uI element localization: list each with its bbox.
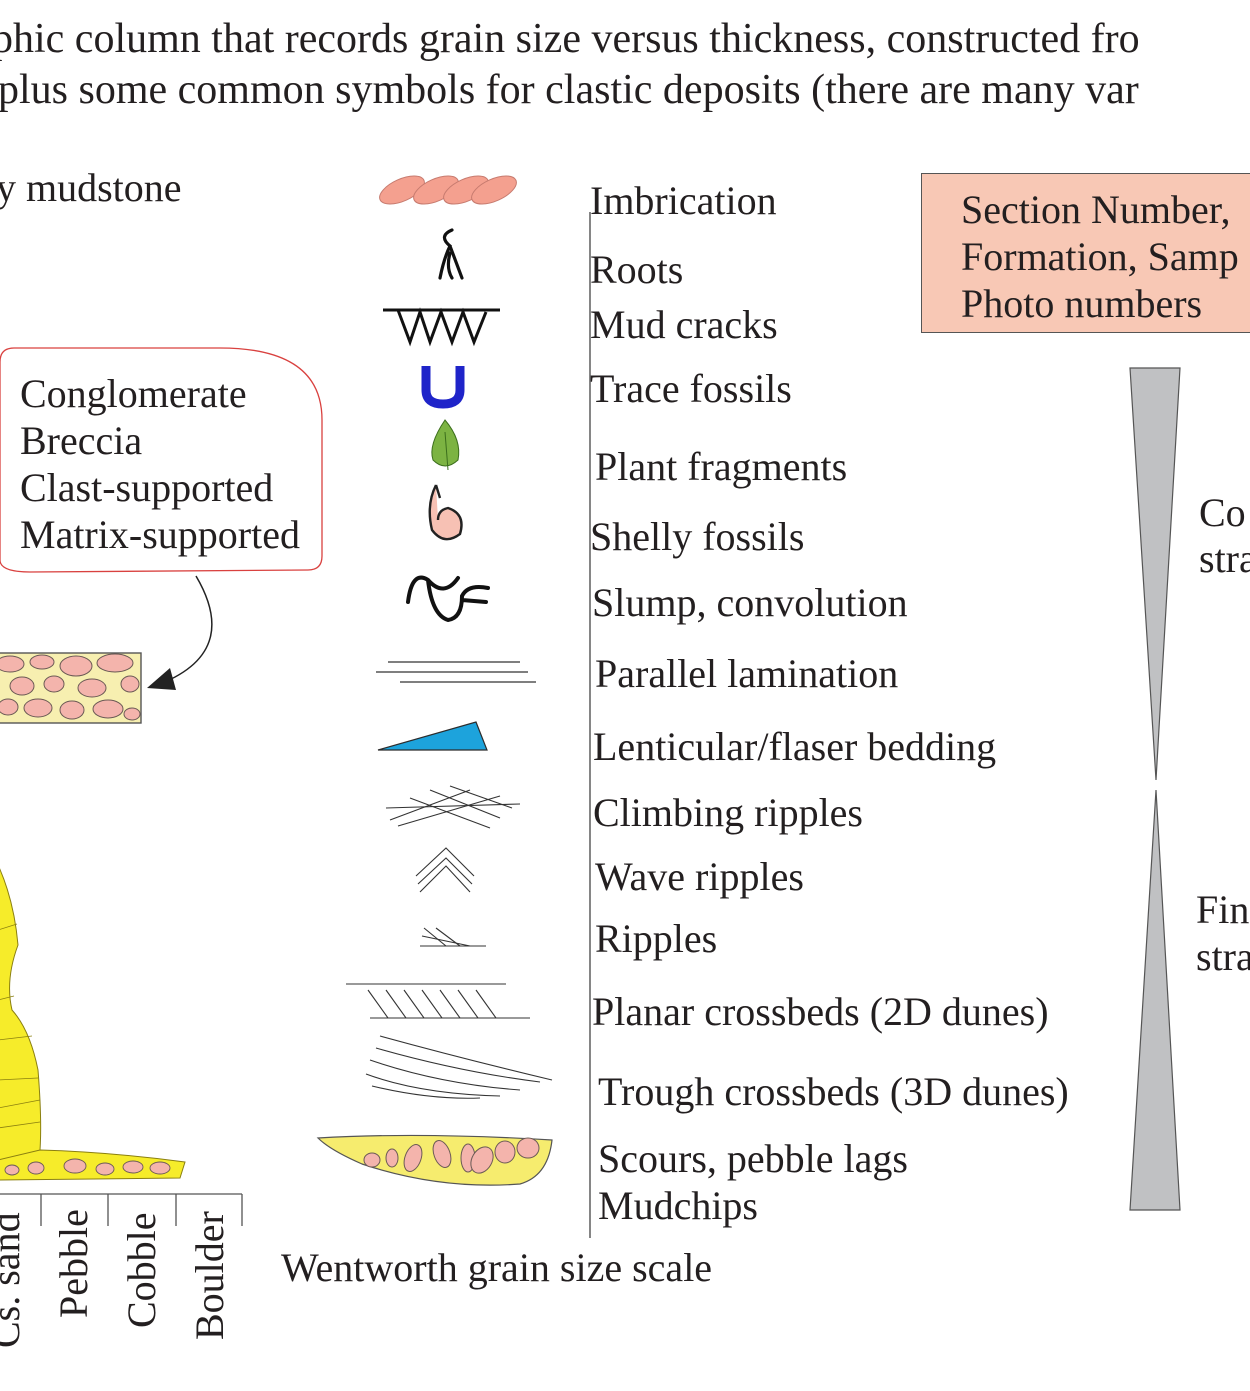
slump-icon: [406, 575, 490, 623]
grain-label-cs-sand: Cs. sand: [0, 1212, 28, 1348]
coarsening-label-2: stra: [1199, 536, 1250, 581]
scour-icon: [316, 1134, 553, 1186]
info-line: Formation, Samp: [961, 234, 1239, 279]
grain-label-pebble: Pebble: [51, 1209, 96, 1318]
grain-label-cobble: Cobble: [119, 1212, 164, 1328]
planar-crossbeds-icon: [346, 983, 530, 1019]
coarsening-trend-icon: [1129, 367, 1181, 781]
intro-line-2: plus some common symbols for clastic dep…: [0, 67, 1139, 113]
sand-column: [0, 868, 186, 1181]
callout-line: Clast-supported: [20, 465, 274, 510]
leaf-icon: [431, 419, 460, 467]
legend-label-wave-ripples: Wave ripples: [595, 854, 804, 899]
info-line: Section Number,: [961, 187, 1231, 232]
grain-scale-title: Wentworth grain size scale: [281, 1245, 713, 1290]
grain-size-axis: [0, 1193, 243, 1226]
legend-label-mud-cracks: Mud cracks: [590, 302, 778, 347]
legend-label-slump: Slump, convolution: [592, 580, 908, 625]
conglomerate-bed: [0, 652, 142, 724]
legend-label-trace-fossils: Trace fossils: [590, 366, 792, 411]
roots-icon: [438, 228, 464, 280]
grain-label-boulder: Boulder: [187, 1211, 232, 1340]
legend-label-mudchips: Mudchips: [598, 1183, 758, 1228]
callout-line: Matrix-supported: [20, 512, 300, 557]
section-info-box: [921, 173, 1250, 333]
legend-label-lenticular: Lenticular/flaser bedding: [593, 724, 997, 769]
legend-label-planar-crossbeds: Planar crossbeds (2D dunes): [592, 989, 1049, 1034]
callout-line: Breccia: [20, 418, 143, 463]
legend-label-climbing-ripples: Climbing ripples: [593, 790, 863, 835]
mud-cracks-icon: [383, 307, 500, 347]
coarsening-label-1: Co: [1199, 490, 1246, 535]
shell-icon: [428, 484, 463, 541]
intro-line-1: phic column that records grain size vers…: [0, 16, 1140, 62]
parallel-lamination-icon: [376, 661, 536, 683]
left-label: y mudstone: [0, 165, 182, 210]
wave-ripples-icon: [415, 847, 475, 893]
callout-line: Conglomerate: [20, 371, 247, 416]
legend-label-plant-fragments: Plant fragments: [595, 444, 848, 489]
legend-label-scours: Scours, pebble lags: [598, 1136, 908, 1181]
ripples-icon: [420, 927, 486, 947]
info-line: Photo numbers: [961, 281, 1203, 326]
callout-text: Conglomerate Breccia Clast-supported Mat…: [20, 370, 300, 558]
fining-label-1: Fin: [1196, 887, 1250, 932]
lenticular-bedding-icon: [377, 721, 488, 751]
imbrication-icon: [379, 175, 517, 205]
callout-arrowhead: [147, 668, 176, 690]
legend-label-roots: Roots: [590, 247, 684, 292]
callout-arrow: [159, 575, 213, 685]
legend-label-trough-crossbeds: Trough crossbeds (3D dunes): [598, 1069, 1069, 1114]
legend-label-ripples: Ripples: [595, 916, 718, 961]
trough-crossbeds-icon: [365, 1035, 553, 1099]
callout-box: [0, 347, 323, 573]
legend-label-parallel-lamination: Parallel lamination: [595, 651, 899, 696]
trace-fossil-icon: [421, 366, 465, 409]
fining-trend-icon: [1129, 789, 1181, 1211]
climbing-ripples-icon: [385, 785, 521, 829]
fining-label-2: stra: [1196, 934, 1250, 979]
section-info-text: Section Number, Formation, Samp Photo nu…: [961, 186, 1239, 327]
legend-label-shelly-fossils: Shelly fossils: [590, 514, 805, 559]
legend-label-imbrication: Imbrication: [590, 178, 777, 223]
